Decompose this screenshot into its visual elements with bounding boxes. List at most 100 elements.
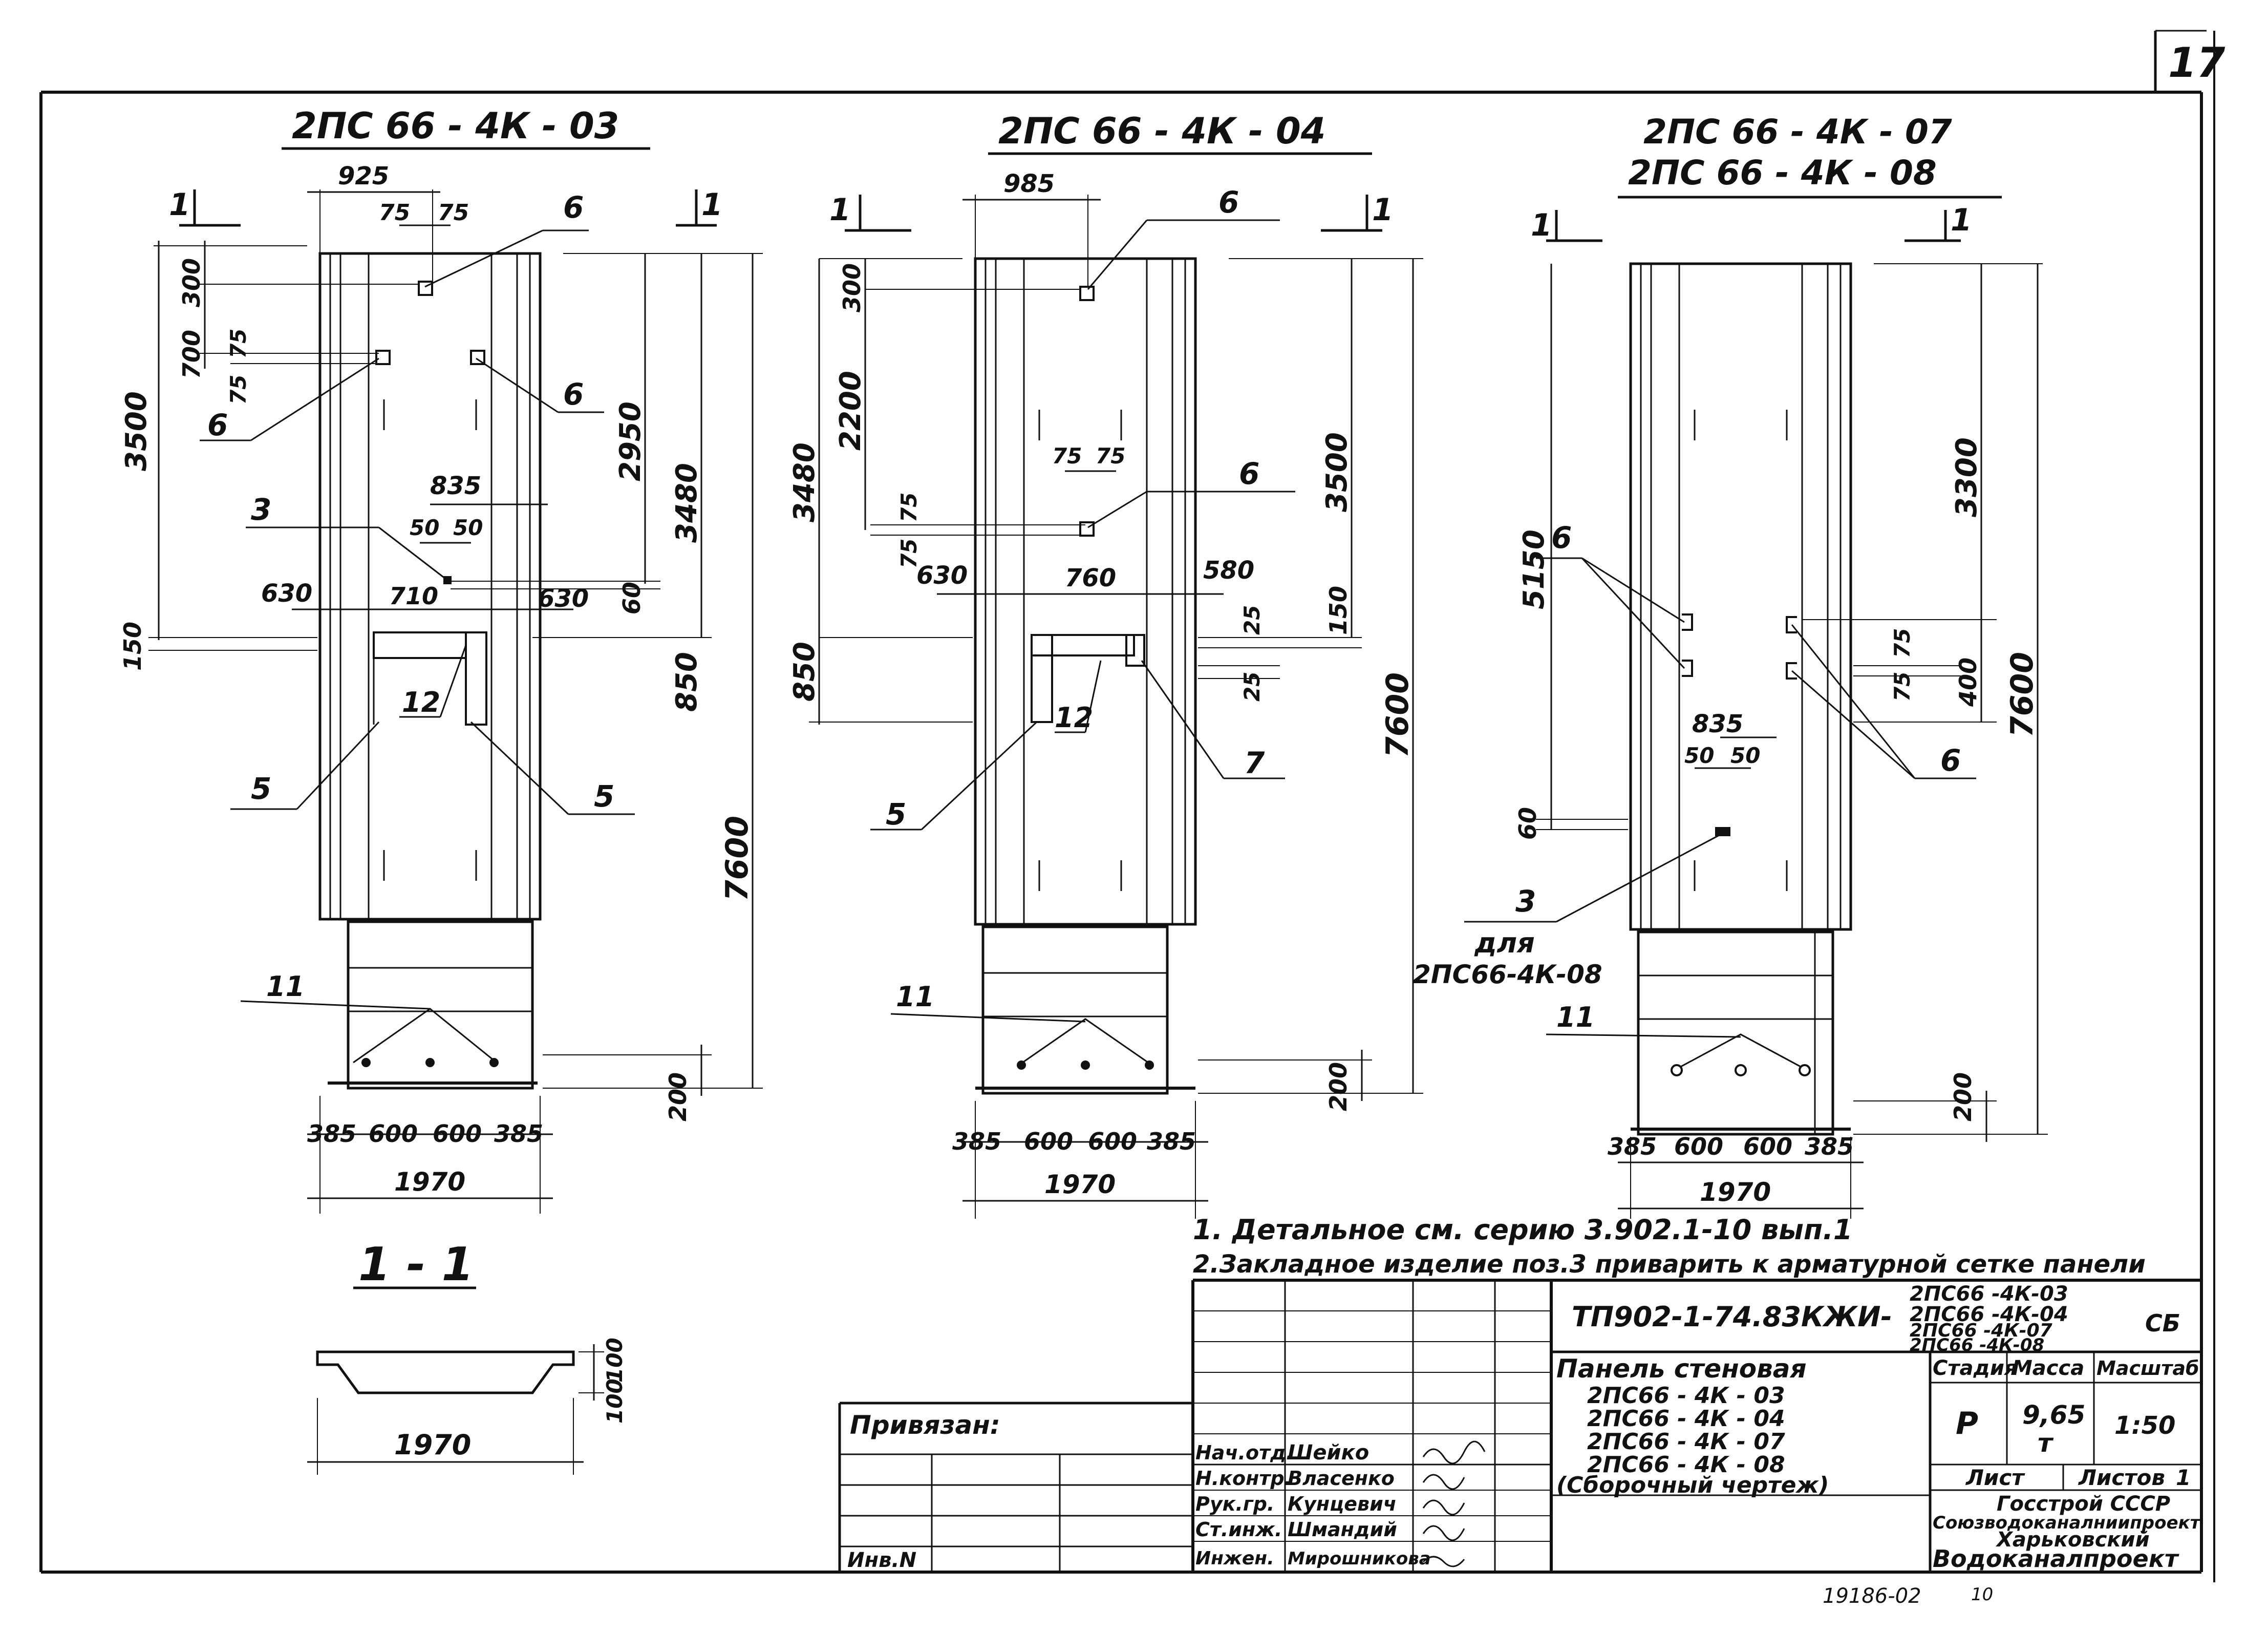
dim-v60-07: 60	[1514, 807, 1542, 840]
role-2: Н.контр.	[1195, 1467, 1292, 1490]
callout-11-04: 11	[896, 981, 934, 1013]
variant-4: 2ПС66 -4К-08	[1910, 1335, 2044, 1355]
name-5: Мирошникова	[1288, 1549, 1431, 1569]
dim-t75a-04: 75	[1052, 443, 1082, 469]
view-panel-03: 2ПС 66 - 4К - 03 1 1	[119, 105, 763, 1214]
section-title: 1 - 1	[358, 1238, 474, 1291]
role-5: Инжен.	[1195, 1548, 1274, 1569]
dim-b1970-04: 1970	[1044, 1170, 1116, 1199]
callout-5b: 5	[594, 779, 614, 814]
name-1: Шейко	[1288, 1441, 1369, 1465]
dim-t75b-04: 75	[1096, 443, 1125, 469]
note-for-item: 2ПС66-4К-08	[1413, 960, 1602, 989]
dim-b600a: 600	[369, 1120, 418, 1148]
role-1: Нач.отд.	[1195, 1441, 1293, 1464]
dim-v3500-04: 3500	[1320, 432, 1354, 512]
callout-3-07: 3	[1515, 884, 1536, 919]
dim-v200-04: 200	[1324, 1062, 1352, 1111]
view-title-03: 2ПС 66 - 4К - 03	[292, 105, 619, 147]
dim-v3480-04: 3480	[788, 442, 821, 522]
dim-b600b-04: 600	[1088, 1128, 1137, 1155]
dim-d50b-07: 50	[1730, 743, 1760, 768]
dim-d50a-07: 50	[1684, 743, 1714, 768]
dim-d580-04: 580	[1203, 556, 1254, 585]
note-1: 1. Детальное см. серию 3.902.1-10 вып.1	[1193, 1214, 1852, 1246]
section-h100a: 100	[602, 1338, 627, 1383]
dim-t75b: 75	[438, 200, 469, 226]
dim-d710: 710	[389, 582, 438, 610]
dim-v300: 300	[178, 258, 205, 307]
sheets-value: 1	[2176, 1465, 2191, 1490]
section-mark-left-2: 1	[829, 192, 851, 228]
title-item-2: 2ПС66 - 4К - 04	[1587, 1406, 1785, 1432]
dim-v2200-04: 2200	[834, 371, 867, 451]
dim-b385a: 385	[307, 1120, 356, 1148]
callout-6d: 6	[1218, 185, 1239, 220]
dim-b385a-04: 385	[952, 1128, 1001, 1155]
stage-value: Р	[1956, 1406, 1978, 1441]
name-2: Власенко	[1288, 1467, 1395, 1490]
dim-v2950: 2950	[614, 401, 647, 481]
bound-label: Привязан:	[850, 1410, 1000, 1440]
mass-value: 9,65	[2022, 1400, 2085, 1430]
dim-b385b: 385	[494, 1120, 543, 1148]
mass-unit: т	[2038, 1428, 2054, 1458]
callout-11: 11	[266, 970, 305, 1003]
dim-v60: 60	[618, 582, 646, 614]
dim-v3500: 3500	[120, 391, 153, 471]
dim-v75-07: 75	[1890, 628, 1915, 658]
title-item-4: 2ПС66 - 4К - 08	[1587, 1452, 1785, 1478]
dim-v75b-07: 75	[1890, 672, 1915, 702]
dim-b385a-07: 385	[1608, 1133, 1657, 1160]
callout-6a: 6	[563, 190, 584, 225]
dim-d835: 835	[430, 472, 481, 500]
org-line-3: Харьковский	[1995, 1528, 2150, 1552]
dim-v3480: 3480	[670, 463, 703, 543]
callout-5a: 5	[251, 771, 271, 806]
title-item-3: 2ПС66 - 4К - 07	[1587, 1429, 1785, 1455]
view-title-04: 2ПС 66 - 4К - 04	[998, 110, 1325, 152]
dim-b600a-07: 600	[1674, 1133, 1723, 1160]
dim-v3300-07: 3300	[1950, 437, 1983, 517]
variant-2: 2ПС66 -4К-04	[1910, 1303, 2068, 1326]
dim-v300-04: 300	[838, 263, 866, 312]
sheet-header: Лист	[1965, 1465, 2025, 1490]
dim-t75a: 75	[379, 200, 410, 226]
org-line-4: Водоканалпроект	[1933, 1545, 2179, 1573]
dim-b385b-04: 385	[1147, 1128, 1196, 1155]
section-h100b: 100	[602, 1378, 627, 1424]
org-line-1: Госстрой СССР	[1997, 1492, 2170, 1516]
dim-d630a: 630	[261, 579, 312, 608]
dim-d630b: 630	[538, 584, 589, 613]
callout-12: 12	[402, 686, 440, 718]
variant-1: 2ПС66 -4К-03	[1910, 1282, 2068, 1306]
view-panel-04: 2ПС 66 - 4К - 04 1 1	[788, 110, 1423, 1219]
callout-6g: 6	[1940, 743, 1961, 778]
callout-6f: 6	[1551, 520, 1572, 555]
section-mark-right-3: 1	[1951, 202, 1972, 238]
dim-b600a-04: 600	[1024, 1128, 1073, 1155]
callout-6c: 6	[563, 377, 584, 412]
callout-7: 7	[1244, 746, 1265, 780]
section-mark-left-3: 1	[1531, 207, 1552, 243]
title-name: Панель стеновая	[1556, 1354, 1807, 1384]
dim-v200: 200	[664, 1072, 692, 1121]
title-item-1: 2ПС66 - 4К - 03	[1587, 1383, 1785, 1409]
dim-v400-07: 400	[1954, 658, 1982, 707]
doc-code: ТП902-1-74.83КЖИ-	[1572, 1301, 1892, 1333]
dim-v7600: 7600	[719, 816, 755, 901]
variant-3: 2ПС66 -4К-07	[1910, 1320, 2052, 1341]
sheet-frame	[39, 30, 2215, 1582]
org-line-2: Союзводоканалниипроект	[1933, 1513, 2201, 1533]
dim-v850-04: 850	[788, 642, 821, 702]
sheet-number: 17	[2168, 39, 2226, 87]
dim-v850: 850	[670, 652, 703, 712]
role-4: Ст.инж.	[1195, 1518, 1282, 1541]
stage-header: Стадия	[1933, 1356, 2018, 1380]
dim-v75a: 75	[226, 329, 251, 358]
callout-12-04: 12	[1055, 702, 1093, 734]
callout-11-07: 11	[1556, 1001, 1595, 1033]
section-mark-right-2: 1	[1372, 192, 1394, 228]
callout-5-04: 5	[886, 797, 906, 832]
dim-d50b: 50	[453, 515, 483, 540]
